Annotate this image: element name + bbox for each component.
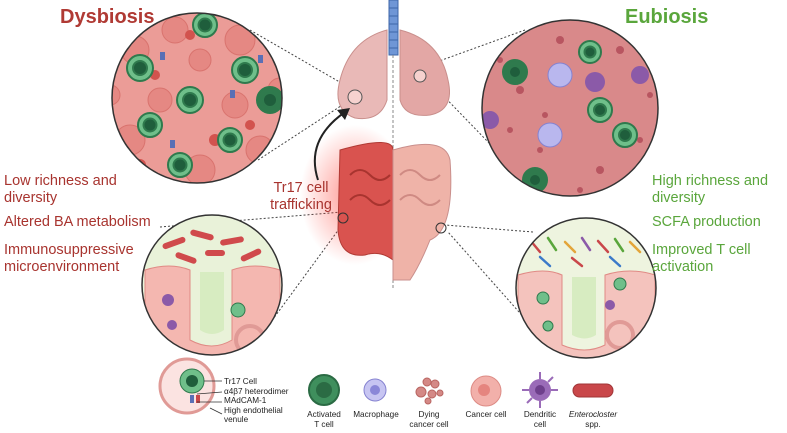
lungs [337, 0, 450, 120]
trafficking-label-line1: Tr17 cell [273, 180, 329, 196]
legend-cancer-cell: Cancer cell [460, 410, 512, 420]
legend-dying-cancer-cell-line2: cancer cell [409, 419, 449, 429]
legend-hev-label-line1: High endothelial [224, 405, 283, 415]
dysbiosis-heading: Dysbiosis [60, 6, 155, 28]
dysbiosis-point-3: Immunosuppressive microenvironment [4, 242, 134, 276]
dysbiosis-point-1-line1: Low richness and [4, 173, 117, 189]
dysbiosis-point-3-line1: Immunosuppressive [4, 242, 134, 258]
legend-hev-label-line2: venule [224, 415, 249, 424]
dysbiosis-tumor-zoom [112, 13, 282, 183]
legend-dendritic-cell-line2: cell [533, 419, 547, 429]
eubiosis-point-3: Improved T cell activation [652, 242, 751, 276]
legend-tr17-label: Tr17 Cell [224, 377, 257, 386]
legend-dying-cancer-cell: Dying cancer cell [404, 410, 454, 429]
legend-dendritic-cell-line1: Dendritic [523, 410, 557, 419]
legend-enterocloster-line1: Enterocloster [568, 410, 618, 419]
eubiosis-tumor-zoom [482, 20, 658, 196]
intestines [300, 125, 452, 281]
trafficking-label: Tr17 cell trafficking [262, 180, 340, 214]
legend-venule-labels: Tr17 Cell α4β7 heterodimer MAdCAM-1 High… [224, 377, 289, 425]
dysbiosis-point-2: Altered BA metabolism [4, 214, 151, 230]
legend-macrophage-line1: Macrophage [353, 410, 399, 419]
legend-a4b7-label: α4β7 heterodimer [224, 386, 289, 396]
legend-dendritic-cell: Dendritic cell [516, 410, 564, 429]
eubiosis-point-3-line1: Improved T cell [652, 242, 751, 258]
eubiosis-point-1: High richness and diversity [652, 173, 768, 207]
dysbiosis-point-3-line2: microenvironment [4, 259, 120, 275]
legend-dying-cancer-cell-line1: Dying [418, 410, 440, 419]
legend-activated-t-cell-line2: T cell [314, 419, 334, 429]
trafficking-arrow [313, 111, 346, 181]
eubiosis-point-1-line1: High richness and [652, 173, 769, 189]
eubiosis-point-3-line2: activation [652, 259, 714, 275]
dysbiosis-point-1-line2: diversity [4, 190, 58, 206]
dysbiosis-point-1: Low richness and diversity [4, 173, 117, 207]
eubiosis-gut-zoom [516, 218, 656, 358]
legend-activated-t-cell-line1: Activated [307, 410, 341, 419]
legend-enterocloster: Enterocloster spp. [565, 410, 621, 429]
legend-activated-t-cell: Activated T cell [299, 410, 349, 429]
eubiosis-point-1-line2: diversity [652, 190, 706, 206]
dysbiosis-gut-zoom [142, 215, 282, 355]
eubiosis-point-2: SCFA production [652, 214, 761, 230]
trafficking-label-line2: trafficking [270, 197, 332, 213]
legend-graphics [158, 357, 614, 415]
legend-madcam-label: MAdCAM-1 [224, 396, 267, 405]
eubiosis-heading: Eubiosis [625, 6, 709, 28]
legend-enterocloster-line2: spp. [585, 419, 601, 429]
legend-macrophage: Macrophage [350, 410, 402, 420]
legend-cancer-cell-line1: Cancer cell [465, 410, 507, 419]
